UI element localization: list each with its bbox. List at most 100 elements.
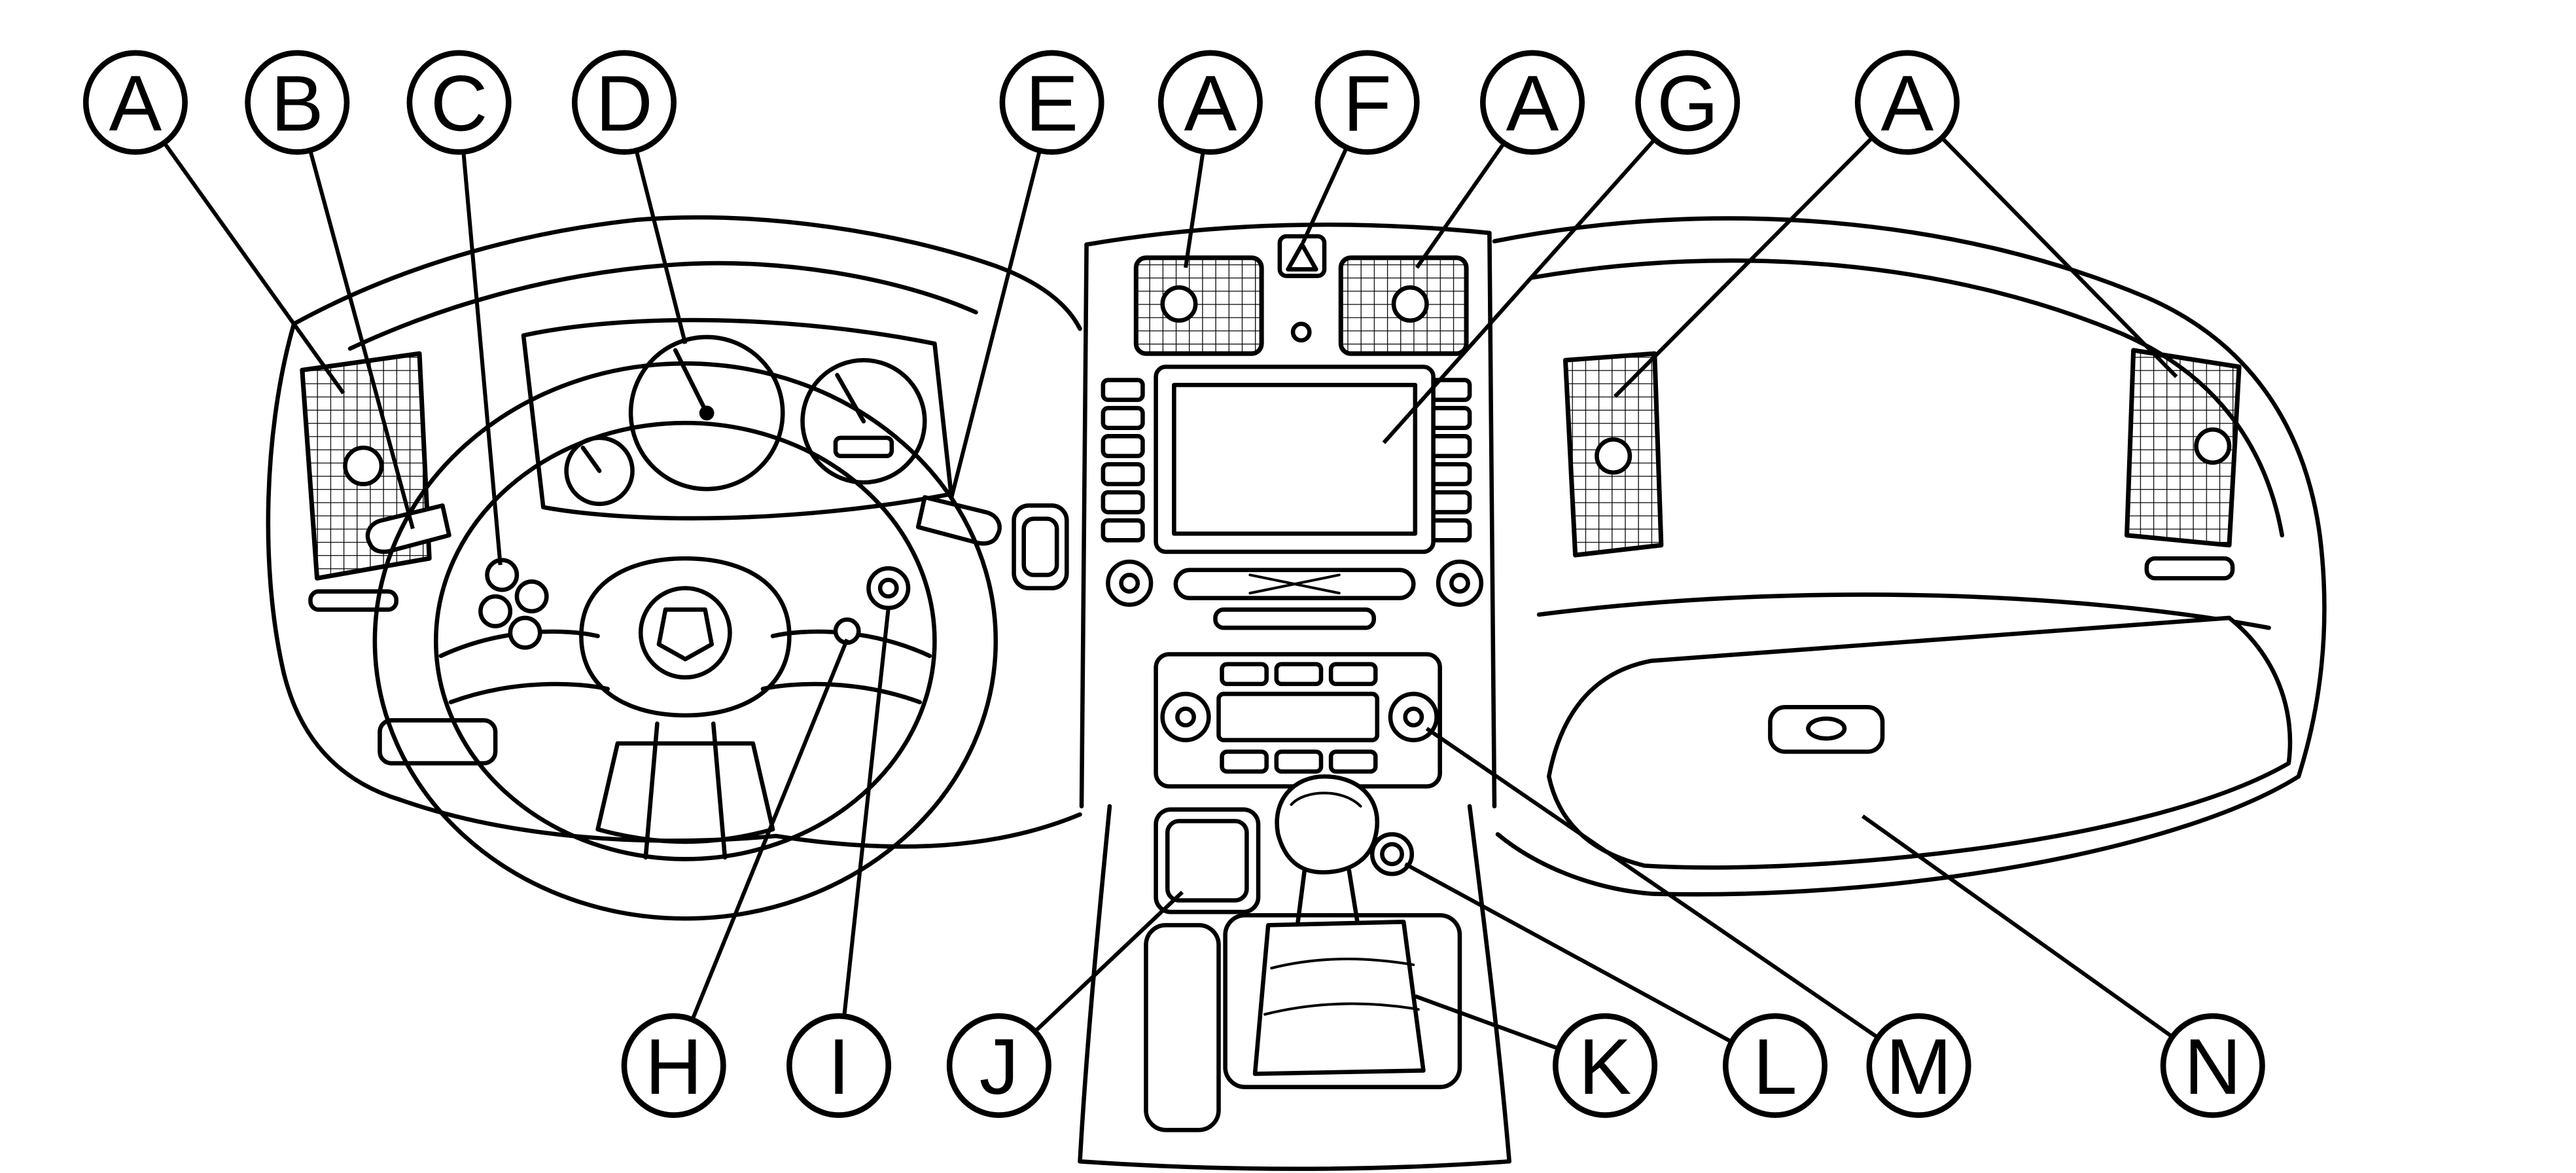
- outlet-center: [1380, 842, 1404, 867]
- vent-grille: [2125, 348, 2242, 548]
- wheel-rim-inner: [433, 420, 937, 861]
- console-tray: [1144, 923, 1221, 1132]
- callout-label: B: [271, 58, 324, 147]
- dashboard-line-art: [266, 215, 2327, 1171]
- wiper-lever: [915, 495, 1002, 546]
- boot-fold: [1263, 1002, 1420, 1016]
- callout-label: A: [1184, 58, 1237, 147]
- hazard-flasher-button: [1277, 234, 1327, 278]
- callout-circle: [82, 50, 188, 155]
- wheel-button: [833, 617, 861, 645]
- callout-label: A: [1506, 58, 1559, 147]
- callout-circle: [571, 50, 677, 155]
- callout-a-passenger-outlets: A: [1614, 50, 2178, 398]
- small-gauge-needle: [580, 445, 602, 473]
- leader-line: [1382, 101, 1689, 444]
- brand-emblem-crest-icon: [656, 607, 715, 662]
- dash-left-edge: [266, 321, 402, 802]
- callout-label: M: [1886, 1022, 1952, 1111]
- callout-circle: [786, 1013, 892, 1118]
- gauge-window: [833, 435, 894, 458]
- audio-unit: [1106, 559, 1484, 630]
- callout-i-ignition-switch: I: [786, 607, 892, 1118]
- callout-label: H: [645, 1022, 702, 1111]
- callout-label: A: [1880, 58, 1933, 147]
- leader-line: [295, 101, 415, 530]
- accessory-power-outlet: [1369, 832, 1415, 876]
- climate-controls: [1154, 652, 1442, 789]
- stack-left-edge: [1079, 242, 1089, 808]
- leader-line: [671, 638, 849, 1067]
- glove-box-latch: [1806, 716, 1847, 741]
- audio-knob-right-center: [1449, 573, 1470, 594]
- speedometer-needle: [673, 348, 709, 416]
- wheel-button: [508, 615, 542, 650]
- vent-knob: [1160, 285, 1198, 323]
- button: [1101, 518, 1145, 543]
- callout-label: I: [828, 1022, 850, 1111]
- callout-circle: [999, 50, 1104, 155]
- callout-d-instrument-cluster: D: [571, 50, 688, 344]
- climate-display: [1216, 691, 1380, 742]
- ignition-center: [877, 577, 899, 599]
- callout-g-center-display: G: [1382, 50, 1740, 444]
- callout-l-power-outlet: L: [1404, 862, 1827, 1118]
- leader-line: [457, 102, 503, 566]
- shifter-knob: [1275, 774, 1380, 875]
- dash-lower-edge-right: [1495, 774, 2301, 897]
- button: [1220, 662, 1269, 687]
- dash-lower-edge-left: [397, 797, 1082, 849]
- callout-label: D: [595, 58, 652, 147]
- display-side-buttons-right: [1428, 378, 1472, 543]
- callout-label: F: [1343, 58, 1392, 147]
- leader-line: [1905, 101, 2178, 378]
- vent-grille: [1133, 255, 1264, 356]
- vent-knob: [2194, 427, 2232, 465]
- callout-a-center-left-outlet: A: [1157, 50, 1263, 268]
- gear-shifter: [1223, 774, 1462, 1089]
- bin-lid: [1165, 819, 1249, 903]
- vent-knob: [1595, 437, 1632, 475]
- callout-h-wheel-button: H: [621, 638, 849, 1118]
- wheel-button: [478, 594, 513, 628]
- passenger-right-air-outlet: [2125, 348, 2242, 581]
- column-shroud: [595, 741, 775, 844]
- callout-k-shifter: K: [1414, 994, 1658, 1118]
- vent-knob: [1391, 285, 1429, 323]
- console-right-edge: [1467, 804, 1511, 1164]
- left-spoke-bottom: [448, 681, 610, 704]
- driver-left-air-outlet: [300, 351, 432, 612]
- callout-circle: [1854, 50, 1960, 155]
- wheel-rim-outer: [372, 361, 998, 921]
- button: [1428, 406, 1472, 431]
- leader-line: [133, 101, 345, 395]
- shifter-boot: [1252, 920, 1426, 1076]
- button: [1428, 434, 1472, 458]
- steering-wheel-buttons-right: [833, 566, 911, 645]
- driver-lower-panel: [378, 718, 498, 766]
- button: [1428, 490, 1472, 514]
- stack-right-edge: [1487, 230, 1497, 808]
- callout-circle: [245, 50, 350, 155]
- sensor-dot: [1290, 321, 1312, 343]
- console-storage-bin: [1154, 807, 1261, 914]
- callout-circle: [2160, 1013, 2265, 1118]
- callout-circle: [1635, 50, 1740, 155]
- glove-box-door: [1546, 615, 2293, 870]
- cluster-hood-lip: [347, 261, 978, 351]
- climate-knob-right-center: [1403, 706, 1424, 728]
- callout-circle: [406, 50, 512, 155]
- callout-circle: [1866, 1013, 1971, 1118]
- center-console: [1078, 774, 1511, 1171]
- callout-label: N: [2184, 1022, 2241, 1111]
- button: [1428, 518, 1472, 543]
- audio-knob-left-center: [1119, 573, 1140, 594]
- callout-label: J: [979, 1022, 1019, 1111]
- leader-line: [1614, 101, 1909, 398]
- console-left-edge: [1078, 804, 1112, 1164]
- button: [1101, 490, 1145, 514]
- glove-box: [1546, 615, 2293, 870]
- dash-top-seam: [1530, 258, 2285, 538]
- vent-knob: [343, 445, 384, 486]
- button: [1328, 662, 1378, 687]
